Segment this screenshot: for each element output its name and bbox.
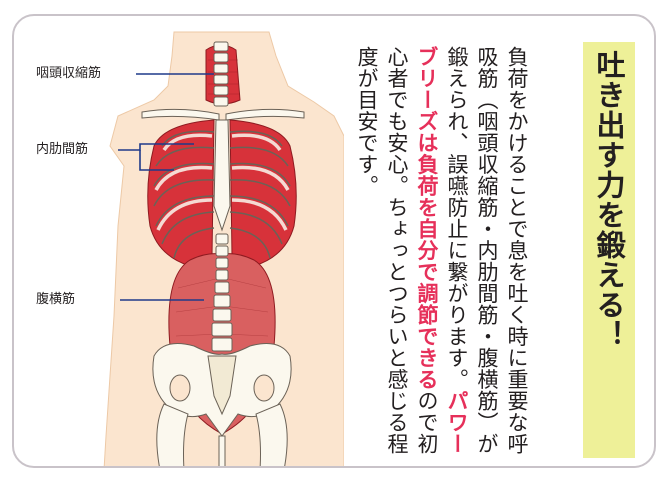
- label-pharyngeal-constrictor: 咽頭収縮筋: [36, 66, 102, 81]
- sacrum: [207, 355, 237, 416]
- left-clavicle: [141, 108, 220, 121]
- description-intro: 負荷をかけることで息を吐く時に重要な呼吸筋（咽頭収縮筋・内肋間筋・腹横筋）が鍛え…: [445, 46, 529, 455]
- info-card: 咽頭収縮筋 内肋間筋 腹横筋 吐き出す力を鍛える！ 負荷をかけることで息を吐く時…: [12, 14, 656, 468]
- label-transverse-abdominis: 腹横筋: [36, 292, 76, 307]
- cervical-spine: [213, 41, 229, 107]
- spine: [211, 233, 233, 352]
- page-title: 吐き出す力を鍛える！: [592, 50, 626, 350]
- right-clavicle: [225, 108, 305, 121]
- coccyx: [218, 435, 226, 466]
- left-femur: [156, 403, 189, 466]
- pelvic-openings: [169, 374, 275, 402]
- highlight-text: パワーブリーズは負荷を自分で調節できる: [415, 46, 469, 455]
- label-leader-lines: [118, 73, 214, 301]
- description-text: 負荷をかけることで息を吐く時に重要な呼吸筋（咽頭収縮筋・内肋間筋・腹横筋）が鍛え…: [352, 46, 532, 466]
- right-femur: [255, 403, 288, 466]
- sternum: [213, 119, 231, 232]
- anatomy-illustration: [103, 31, 344, 466]
- ribs: [153, 130, 291, 259]
- description-outro: ので初心者でも安心。ちょっとつらいと感じる程度が目安です。: [355, 46, 439, 455]
- label-internal-intercostal: 内肋間筋: [36, 142, 89, 157]
- rib-highlights: [154, 133, 290, 231]
- title-panel: [583, 42, 635, 458]
